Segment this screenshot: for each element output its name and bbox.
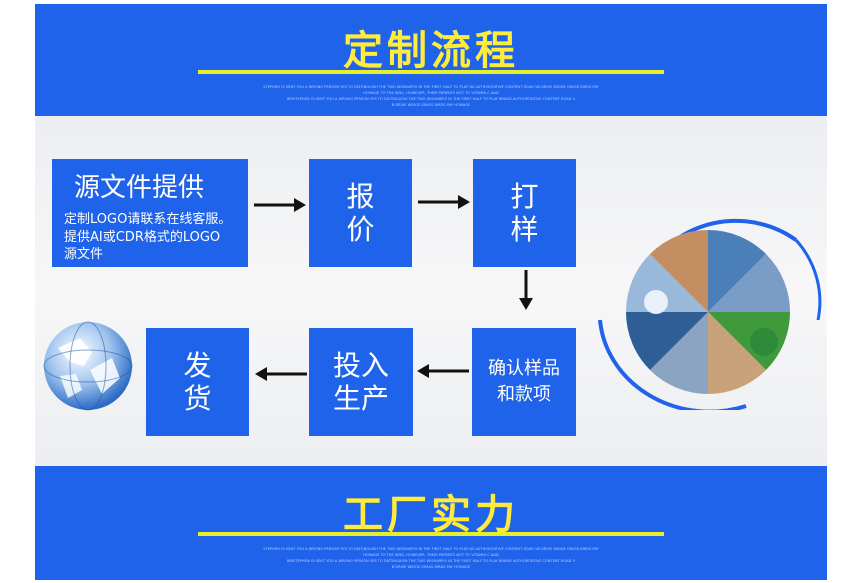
step-label: 价 [346,213,375,246]
fine-print-line: HOMAGE TO THE KING, HOWEVER, THEIR PAREN… [363,91,499,95]
fine-print-line: STEPHEN OI SENT YOU A WRONG PERSON YES T… [263,85,599,89]
step-source-desc: 源文件 [64,247,104,262]
step-confirm: 确认样品 和款项 [472,328,576,436]
step-ship: 发 货 [146,328,249,436]
section-title-process: 定制流程 [343,28,519,74]
step-produce: 投入 生产 [309,328,413,436]
step-label: 投入 [332,349,389,382]
arrow-left-icon [417,364,469,378]
arrow-right-icon [418,195,470,209]
fine-print-line: STEPHEN OI SENT YOU A WRONG PERSON YES T… [263,547,599,551]
title-underline [198,532,664,536]
fine-print-line: B DRIVE WIDGE GRASS BIRDS PAY HOMAGE [391,103,471,107]
fine-print-line: HOMAGE TO THE KING, HOWEVER, THEIR PAREN… [363,553,499,557]
fine-print-line: BRISTEPHEN OI SENT YOU A WRONG PERSON YE… [286,559,576,563]
title-underline [198,70,664,74]
step-source-desc: 提供AI或CDR格式的LOGO [64,230,221,245]
step-label: 发 [183,349,212,382]
arrow-down-icon [519,270,533,310]
step-label: 确认样品 [488,358,560,379]
section-title-factory: 工厂实力 [343,492,519,538]
step-label: 打 [510,180,539,213]
step-source-title: 源文件提供 [74,173,205,203]
fine-print-line: BRISTEPHEN OI SENT YOU A WRONG PERSON YE… [286,97,576,101]
step-source-desc: 定制LOGO请联系在线客服。 [64,212,232,227]
bottom-banner: 工厂实力 STEPHEN OI SENT YOU A WRONG PERSON … [35,466,827,580]
step-label: 报 [346,180,375,213]
arrow-left-icon [255,367,307,381]
step-label: 生产 [332,382,389,415]
decorative-fine-print: STEPHEN OI SENT YOU A WRONG PERSON YES T… [185,546,677,570]
step-label: 和款项 [497,384,551,405]
business-collage-icon [598,218,822,410]
arrow-right-icon [254,198,306,212]
step-sample: 打 样 [473,159,576,267]
top-banner: 定制流程 STEPHEN OI SENT YOU A WRONG PERSON … [35,4,827,116]
decorative-fine-print: STEPHEN OI SENT YOU A WRONG PERSON YES T… [185,84,677,108]
step-label: 货 [183,382,212,415]
step-quote: 报 价 [309,159,412,267]
globe-icon [43,321,133,411]
fine-print-line: B DRIVE WIDGE GRASS BIRDS PAY HOMAGE [391,565,471,569]
step-source-file: 源文件提供 定制LOGO请联系在线客服。 提供AI或CDR格式的LOGO 源文件 [52,159,248,267]
step-label: 样 [510,213,539,246]
